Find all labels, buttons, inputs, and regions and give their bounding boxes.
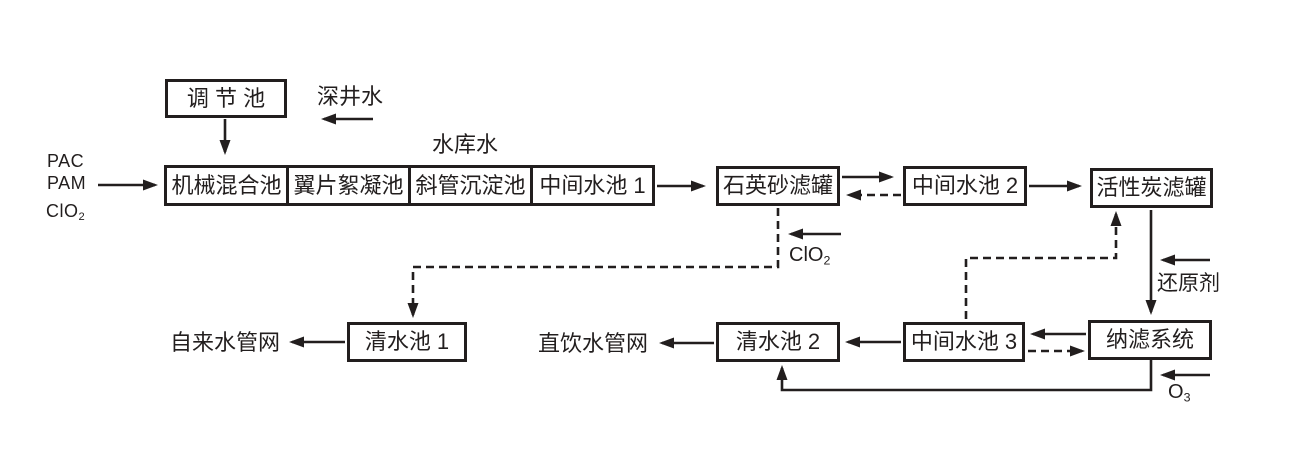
label-direct-drinking-pipe-network: 直饮水管网: [538, 331, 649, 356]
label-clo2-mid: ClO2: [789, 244, 831, 268]
box-quartz-sand-filter: 石英砂滤罐: [716, 166, 840, 206]
label-ozone: O3: [1168, 381, 1191, 405]
box-intermediate-tank-1: 中间水池 1: [530, 168, 652, 203]
label-clo2-left: ClO2: [46, 201, 86, 224]
label-reservoir-water: 水库水: [432, 132, 499, 157]
arrow-nanofiltration-to-clearwater2: [776, 359, 1153, 392]
box-nanofiltration-system: 纳滤系统: [1088, 320, 1212, 360]
box-clear-water-tank-2: 清水池 2: [716, 322, 840, 362]
box-regulating-tank: 调 节 池: [165, 79, 287, 118]
label-pam: PAM: [47, 173, 87, 193]
label-tap-water-pipe-network: 自来水管网: [170, 330, 281, 355]
box-activated-carbon-filter: 活性炭滤罐: [1090, 168, 1213, 208]
box-intermediate-tank-3: 中间水池 3: [903, 322, 1025, 362]
box-clear-water-tank-1: 清水池 1: [347, 322, 467, 362]
label-reducing-agent: 还原剂: [1157, 272, 1220, 295]
arrow-quartz-to-clearwater1: [407, 208, 780, 318]
box-row-pretreatment: 机械混合池 翼片絮凝池 斜管沉淀池 中间水池 1: [164, 165, 655, 206]
label-pac: PAC: [47, 151, 85, 171]
box-inclined-tube-sedimentation-tank: 斜管沉淀池: [408, 168, 530, 203]
box-vane-flocculation-tank: 翼片絮凝池: [286, 168, 408, 203]
label-deep-well-water: 深井水: [317, 84, 384, 109]
box-mechanical-mixing-tank: 机械混合池: [171, 172, 282, 198]
box-intermediate-tank-2: 中间水池 2: [903, 166, 1027, 206]
arrow-intermediate3-to-carbon: [964, 211, 1122, 319]
